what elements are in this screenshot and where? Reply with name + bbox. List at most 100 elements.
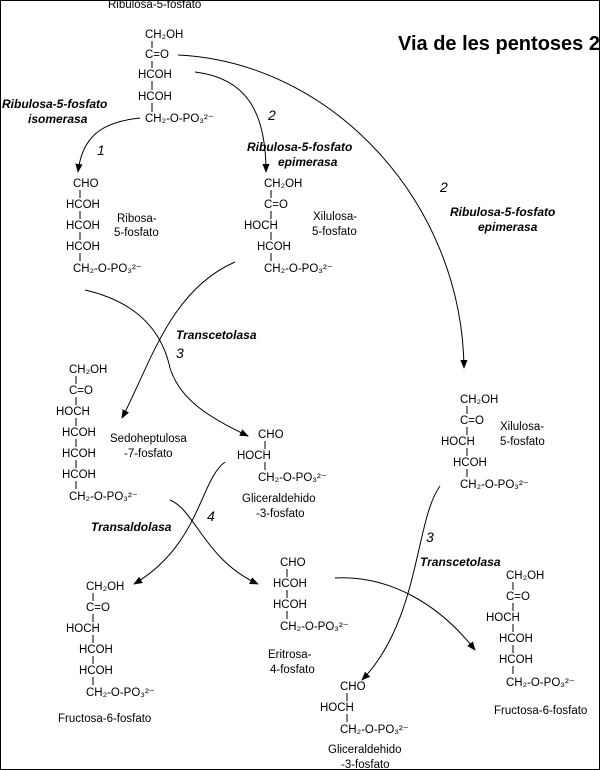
molecule-eritrosa-4-fosfato: CHO HCOH HCOH CH₂-O-PO₃²⁻ Eritrosa- 4-fo… <box>268 557 349 676</box>
formula-line: CHO <box>73 178 99 190</box>
reaction-arrow <box>84 289 249 437</box>
formula-line: HCOH <box>499 633 533 645</box>
molecule-name: 5-fosfato <box>114 227 159 239</box>
molecule-name: -3-fosfato <box>256 508 305 520</box>
molecule-name: Ribulosa-5-fosfato <box>108 0 201 11</box>
molecule-name: 5-fosfato <box>500 436 545 448</box>
formula-line: C=O <box>86 602 110 614</box>
formula-line: CH₂OH <box>69 364 107 376</box>
reaction-arrow <box>121 261 236 419</box>
formula-line: HOCH <box>441 436 475 448</box>
formula-line: HCOH <box>138 91 172 103</box>
molecule-xilulosa-5-fosfato: CH₂OH C=O HOCH HCOH CH₂-O-PO₃²⁻ Xilulosa… <box>244 178 357 275</box>
molecule-name: -7-fosfato <box>124 448 173 460</box>
formula-line: CHO <box>258 429 284 441</box>
molecule-fructosa-6-fosfato: CH₂OH C=O HOCH HCOH HCOH CH₂-O-PO₃²⁻ Fru… <box>58 581 155 725</box>
formula-line: CH₂-O-PO₃²⁻ <box>69 491 138 503</box>
molecule-name: Sedoheptulosa <box>110 433 187 445</box>
molecule-name: 5-fosfato <box>312 226 357 238</box>
step-number: 3 <box>426 529 434 545</box>
molecule-name: Ribosa- <box>117 213 157 225</box>
formula-line: CH₂-O-PO₃²⁻ <box>73 263 142 275</box>
formula-line: HCOH <box>62 448 96 460</box>
formula-line: C=O <box>460 415 484 427</box>
enzyme-label: Transcetolasa <box>420 555 501 569</box>
formula-line: CH₂-O-PO₃²⁻ <box>264 263 333 275</box>
formula-line: HCOH <box>66 220 100 232</box>
formula-line: C=O <box>506 591 530 603</box>
molecule-name: 4-fosfato <box>270 664 315 676</box>
formula-line: CH₂OH <box>460 394 498 406</box>
step-number: 4 <box>207 508 215 524</box>
formula-line: HOCH <box>244 220 278 232</box>
molecule-name: Fructosa-6-fosfato <box>494 705 587 717</box>
enzyme-label: isomerasa <box>28 112 88 126</box>
step-number: 3 <box>176 345 184 361</box>
diagram-title: Via de les pentoses 2 <box>398 33 600 55</box>
formula-line: HCOH <box>79 644 113 656</box>
formula-line: CHO <box>280 557 306 569</box>
formula-line: HOCH <box>66 623 100 635</box>
enzyme-label: epimerasa <box>278 155 338 169</box>
molecule-gliceraldehido-3-fosfato: CHO HOCH CH₂-O-PO₃²⁻ Gliceraldehido -3-f… <box>237 429 327 520</box>
formula-line: CH₂-O-PO₃²⁻ <box>506 677 575 689</box>
formula-line: HOCH <box>320 702 354 714</box>
formula-line: HCOH <box>453 457 487 469</box>
molecule-ribosa-5-fosfato: CHO HCOH HCOH HCOH CH₂-O-PO₃²⁻ Ribosa- 5… <box>66 178 159 275</box>
reaction-arrow <box>177 54 468 369</box>
enzyme-label: Ribulosa-5-fosfato <box>247 140 352 154</box>
enzyme-label: epimerasa <box>478 220 538 234</box>
formula-line: CH₂-O-PO₃²⁻ <box>258 472 327 484</box>
reaction-arrow <box>75 117 141 173</box>
formula-line: HOCH <box>56 406 90 418</box>
step-number: 2 <box>439 179 448 195</box>
formula-line: HCOH <box>273 599 307 611</box>
reaction-arrow <box>361 485 441 681</box>
enzyme-label: Ribulosa-5-fosfato <box>2 97 107 111</box>
formula-line: CH₂-O-PO₃²⁻ <box>340 724 409 736</box>
molecule-name: Xilulosa- <box>500 421 544 433</box>
formula-line: CH₂-O-PO₃²⁻ <box>86 687 155 699</box>
formula-line: CH₂OH <box>145 29 183 41</box>
enzyme-label: Transaldolasa <box>91 520 172 534</box>
formula-line: CH₂-O-PO₃²⁻ <box>280 621 349 633</box>
enzyme-label: Ribulosa-5-fosfato <box>450 205 555 219</box>
formula-line: CH₂OH <box>506 570 544 582</box>
reaction-arrow <box>133 461 226 585</box>
formula-line: HCOH <box>66 199 100 211</box>
formula-line: HCOH <box>273 578 307 590</box>
formula-line: CHO <box>340 681 366 693</box>
molecule-ribulosa-5-fosfato: Ribulosa-5-fosfato CH₂OH C=O HCOH HCOH C… <box>108 0 214 125</box>
formula-line: CH₂OH <box>264 178 302 190</box>
step-number: 2 <box>267 107 276 123</box>
molecule-xilulosa-5-fosfato: CH₂OH C=O HOCH HCOH CH₂-O-PO₃²⁻ Xilulosa… <box>441 394 545 491</box>
formula-line: C=O <box>69 385 93 397</box>
molecule-fructosa-6-fosfato: CH₂OH C=O HOCH HCOH HCOH CH₂-O-PO₃²⁻ Fru… <box>486 570 587 717</box>
formula-line: HCOH <box>66 241 100 253</box>
formula-line: HOCH <box>237 450 271 462</box>
formula-line: HOCH <box>486 612 520 624</box>
molecule-name: Gliceraldehido <box>328 744 402 756</box>
formula-line: CH₂OH <box>86 581 124 593</box>
formula-line: C=O <box>145 49 169 61</box>
formula-line: HCOH <box>499 654 533 666</box>
molecule-sedoheptulosa-7-fosfato: CH₂OH C=O HOCH HCOH HCOH HCOH CH₂-O-PO₃²… <box>56 364 187 503</box>
molecule-name: Gliceraldehido <box>242 493 316 505</box>
formula-line: HCOH <box>62 427 96 439</box>
reaction-arrow <box>169 499 259 585</box>
formula-line: C=O <box>264 199 288 211</box>
formula-line: HCOH <box>62 469 96 481</box>
molecule-name: Xilulosa- <box>313 211 357 223</box>
formula-line: HCOH <box>79 665 113 677</box>
formula-line: HCOH <box>257 241 291 253</box>
molecule-gliceraldehido-3-fosfato: CHO HOCH CH₂-O-PO₃²⁻ Gliceraldehido -3-f… <box>320 681 409 770</box>
molecule-name: Fructosa-6-fosfato <box>58 713 151 725</box>
formula-line: CH₂-O-PO₃²⁻ <box>460 479 529 491</box>
reaction-arrow <box>194 71 270 173</box>
enzyme-label: Transcetolasa <box>176 328 257 342</box>
formula-line: HCOH <box>138 69 172 81</box>
molecule-name: Eritrosa- <box>268 649 312 661</box>
step-number: 1 <box>97 142 105 158</box>
